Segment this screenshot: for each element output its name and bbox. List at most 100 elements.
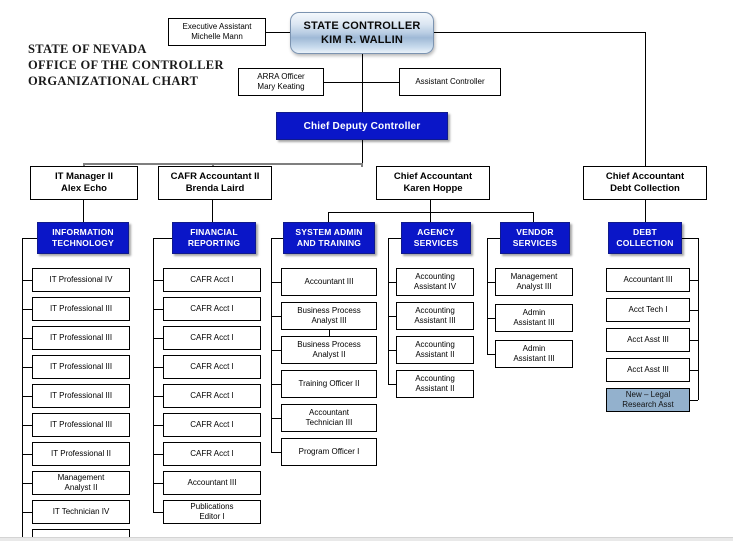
staff-information-technology-6[interactable]: IT Professional II — [32, 442, 130, 466]
stub-system-admin-and-training-2 — [271, 350, 281, 351]
staff-information-technology-2[interactable]: IT Professional III — [32, 326, 130, 350]
staff-information-technology-0[interactable]: IT Professional IV — [32, 268, 130, 292]
staff-financial-reporting-4-line-1: CAFR Acct I — [190, 391, 234, 400]
staff-financial-reporting-7[interactable]: Accountant III — [163, 471, 261, 495]
spine-top-stub-agency-services — [388, 238, 401, 239]
staff-financial-reporting-1[interactable]: CAFR Acct I — [163, 297, 261, 321]
connector-manager-drop-cafr — [212, 163, 214, 167]
staff-financial-reporting-4[interactable]: CAFR Acct I — [163, 384, 261, 408]
spine-top-stub-system-admin-and-training — [271, 238, 283, 239]
staff-system-admin-and-training-5[interactable]: Program Officer I — [281, 438, 377, 466]
staff-agency-services-0-line-2: Assistant IV — [413, 282, 457, 291]
stub-financial-reporting-0 — [153, 280, 163, 281]
stub-information-technology-0 — [22, 280, 32, 281]
connector-chief-deputy-down — [362, 140, 363, 163]
manager-debt-collection-box[interactable]: Chief Accountant Debt Collection — [583, 166, 707, 200]
stub-vendor-services-2 — [487, 354, 495, 355]
stub-information-technology-4 — [22, 396, 32, 397]
state-controller-box[interactable]: STATE CONTROLLER KIM R. WALLIN — [290, 12, 434, 54]
stub-system-admin-and-training-0 — [271, 282, 281, 283]
staff-debt-collection-3-line-1: Acct Asst III — [627, 365, 669, 374]
stub-information-technology-7 — [22, 483, 32, 484]
staff-system-admin-and-training-0[interactable]: Accountant III — [281, 268, 377, 296]
division-header-agency-services-line-2: SERVICES — [413, 238, 459, 248]
division-header-information-technology-line-2: TECHNOLOGY — [52, 238, 114, 248]
staff-debt-collection-4-line-1: New – Legal — [625, 390, 671, 399]
connector-controller-down — [362, 54, 363, 112]
executive-assistant-box[interactable]: Executive Assistant Michelle Mann — [168, 18, 266, 46]
staff-debt-collection-2[interactable]: Acct Asst III — [606, 328, 690, 352]
staff-system-admin-and-training-3[interactable]: Training Officer II — [281, 370, 377, 398]
staff-debt-collection-1-line-1: Acct Tech I — [628, 305, 668, 314]
stub-information-technology-2 — [22, 338, 32, 339]
staff-agency-services-2-line-1: Accounting — [415, 340, 455, 349]
chief-deputy-controller-label: Chief Deputy Controller — [303, 120, 421, 132]
staff-information-technology-4[interactable]: IT Professional III — [32, 384, 130, 408]
staff-agency-services-3-line-2: Assistant II — [415, 384, 455, 393]
chief-deputy-controller-box[interactable]: Chief Deputy Controller — [276, 112, 448, 140]
arra-officer-box[interactable]: ARRA Officer Mary Keating — [238, 68, 324, 96]
staff-information-technology-3[interactable]: IT Professional III — [32, 355, 130, 379]
spine-financial-reporting — [153, 238, 154, 512]
stub-debt-collection-4 — [690, 400, 698, 401]
assistant-controller-box[interactable]: Assistant Controller — [399, 68, 501, 96]
staff-information-technology-8[interactable]: IT Technician IV — [32, 500, 130, 524]
staff-debt-collection-3[interactable]: Acct Asst III — [606, 358, 690, 382]
manager-it-box[interactable]: IT Manager II Alex Echo — [30, 166, 138, 200]
stub-agency-services-3 — [388, 384, 396, 385]
staff-information-technology-3-line-1: IT Professional III — [49, 362, 113, 371]
staff-information-technology-5[interactable]: IT Professional III — [32, 413, 130, 437]
connector-hoppe-down — [430, 200, 431, 212]
stub-information-technology-8 — [22, 512, 32, 513]
stub-financial-reporting-1 — [153, 309, 163, 310]
staff-information-technology-1[interactable]: IT Professional III — [32, 297, 130, 321]
staff-system-admin-and-training-4-line-1: Accountant — [308, 408, 350, 417]
stub-financial-reporting-8 — [153, 512, 163, 513]
staff-agency-services-0-line-1: Accounting — [415, 272, 455, 281]
staff-financial-reporting-7-line-1: Accountant III — [187, 478, 237, 487]
division-header-information-technology-line-1: INFORMATION — [52, 227, 114, 237]
staff-vendor-services-1-line-1: Admin — [522, 308, 546, 317]
stub-agency-services-1 — [388, 316, 396, 317]
staff-financial-reporting-0[interactable]: CAFR Acct I — [163, 268, 261, 292]
division-header-debt-collection-line-2: COLLECTION — [616, 238, 674, 248]
staff-financial-reporting-5[interactable]: CAFR Acct I — [163, 413, 261, 437]
stub-debt-collection-1 — [690, 310, 698, 311]
staff-financial-reporting-3[interactable]: CAFR Acct I — [163, 355, 261, 379]
staff-information-technology-5-line-1: IT Professional III — [49, 420, 113, 429]
state-controller-name: KIM R. WALLIN — [320, 34, 404, 46]
staff-debt-collection-4-line-2: Research Asst — [622, 400, 674, 409]
staff-vendor-services-2-line-2: Assistant III — [513, 354, 555, 363]
staff-debt-collection-0[interactable]: Accountant III — [606, 268, 690, 292]
manager-chief-accountant-box[interactable]: Chief Accountant Karen Hoppe — [376, 166, 490, 200]
staff-financial-reporting-8-line-2: Editor I — [199, 512, 225, 521]
staff-financial-reporting-6[interactable]: CAFR Acct I — [163, 442, 261, 466]
staff-debt-collection-1[interactable]: Acct Tech I — [606, 298, 690, 322]
staff-financial-reporting-2[interactable]: CAFR Acct I — [163, 326, 261, 350]
executive-assistant-name: Michelle Mann — [191, 32, 243, 41]
stub-system-admin-and-training-4 — [271, 418, 281, 419]
staff-system-admin-and-training-0-line-1: Accountant III — [304, 277, 354, 286]
staff-system-admin-and-training-2-line-2: Analyst II — [312, 350, 346, 359]
manager-cafr-box[interactable]: CAFR Accountant II Brenda Laird — [158, 166, 272, 200]
staff-system-admin-and-training-1-line-1: Business Process — [297, 306, 361, 315]
